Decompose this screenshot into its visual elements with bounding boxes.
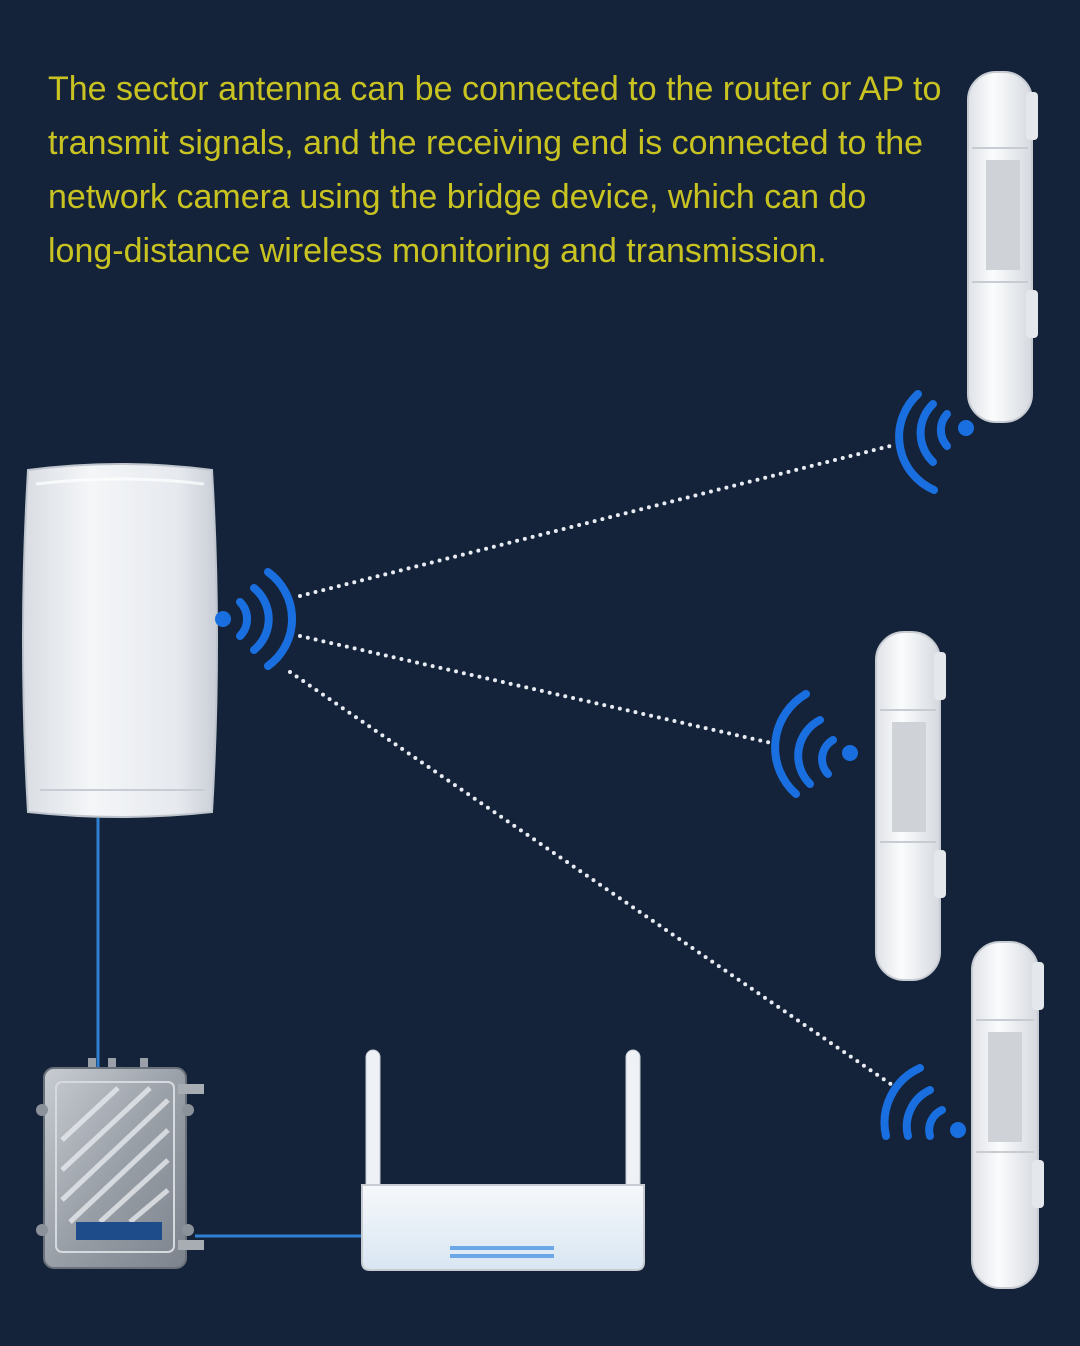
router-icon [361,1049,645,1271]
caption-text: The sector antenna can be connected to t… [48,70,942,270]
sector-antenna-icon [22,463,218,818]
bridge-cpe-middle-icon [875,631,946,981]
signal-link-middle [298,634,782,747]
transmit-signal-icon [215,568,297,670]
signal-links [288,444,897,1089]
receive-signal-top-icon [895,390,974,494]
signal-link-bottom [288,670,897,1089]
bridge-cpe-bottom-icon [971,941,1044,1289]
outdoor-ap-icon [36,1058,204,1269]
bridge-cpe-top-icon [967,71,1038,423]
cables [96,818,365,1238]
signal-link-top [298,444,892,598]
receive-signal-bottom-icon [880,1064,966,1140]
receive-signal-middle-icon [771,690,858,798]
